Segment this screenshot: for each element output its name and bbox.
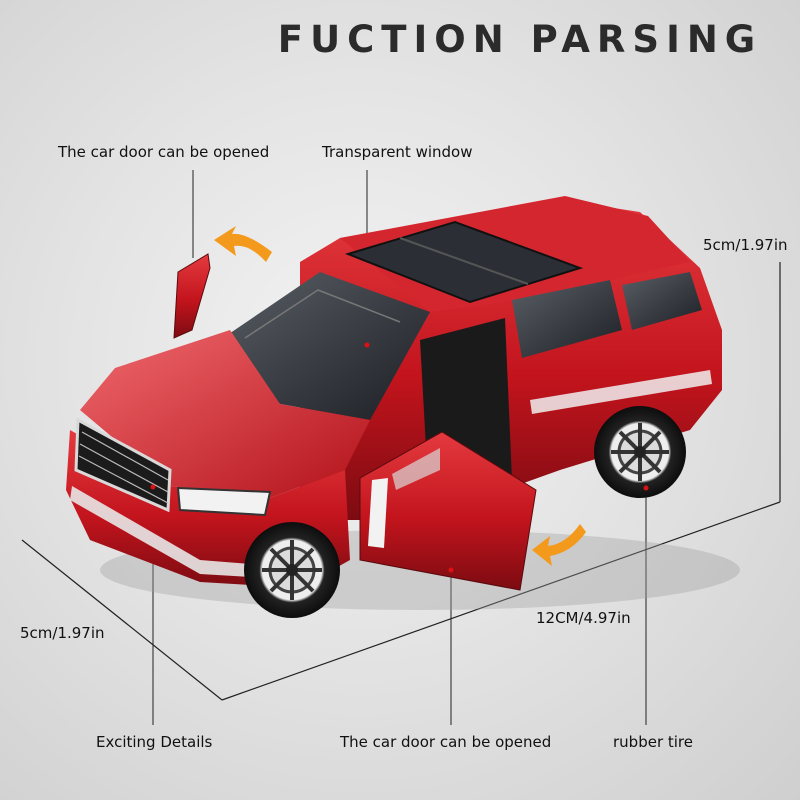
door-front-open (359, 431, 537, 591)
door-open-arrow-bottom (532, 524, 586, 566)
label-width-dimension: 5cm/1.97in (20, 624, 105, 642)
rear-wheel (594, 406, 686, 498)
door-top-open (173, 253, 211, 339)
dimension-lines (21, 262, 781, 701)
headlight (176, 486, 272, 517)
grille (74, 417, 172, 513)
label-door-bottom: The car door can be opened (340, 733, 552, 751)
label-exciting-details: Exciting Details (96, 733, 213, 751)
label-rubber-tire: rubber tire (613, 733, 693, 751)
hood (80, 330, 370, 498)
width-line (21, 539, 223, 701)
length-line (221, 501, 781, 701)
page-title: FUCTION PARSING (277, 18, 763, 61)
label-transparent-window: Transparent window (322, 143, 473, 161)
side-window-front (512, 280, 622, 358)
side-window-rear (622, 272, 702, 330)
door-open-arrow-top (214, 226, 272, 262)
callout-dots (150, 342, 649, 573)
label-door-top: The car door can be opened (58, 143, 270, 161)
front-wheel (244, 522, 340, 618)
label-height-dimension: 5cm/1.97in (703, 236, 788, 254)
label-length-dimension: 12CM/4.97in (536, 609, 631, 627)
windshield (220, 272, 430, 420)
